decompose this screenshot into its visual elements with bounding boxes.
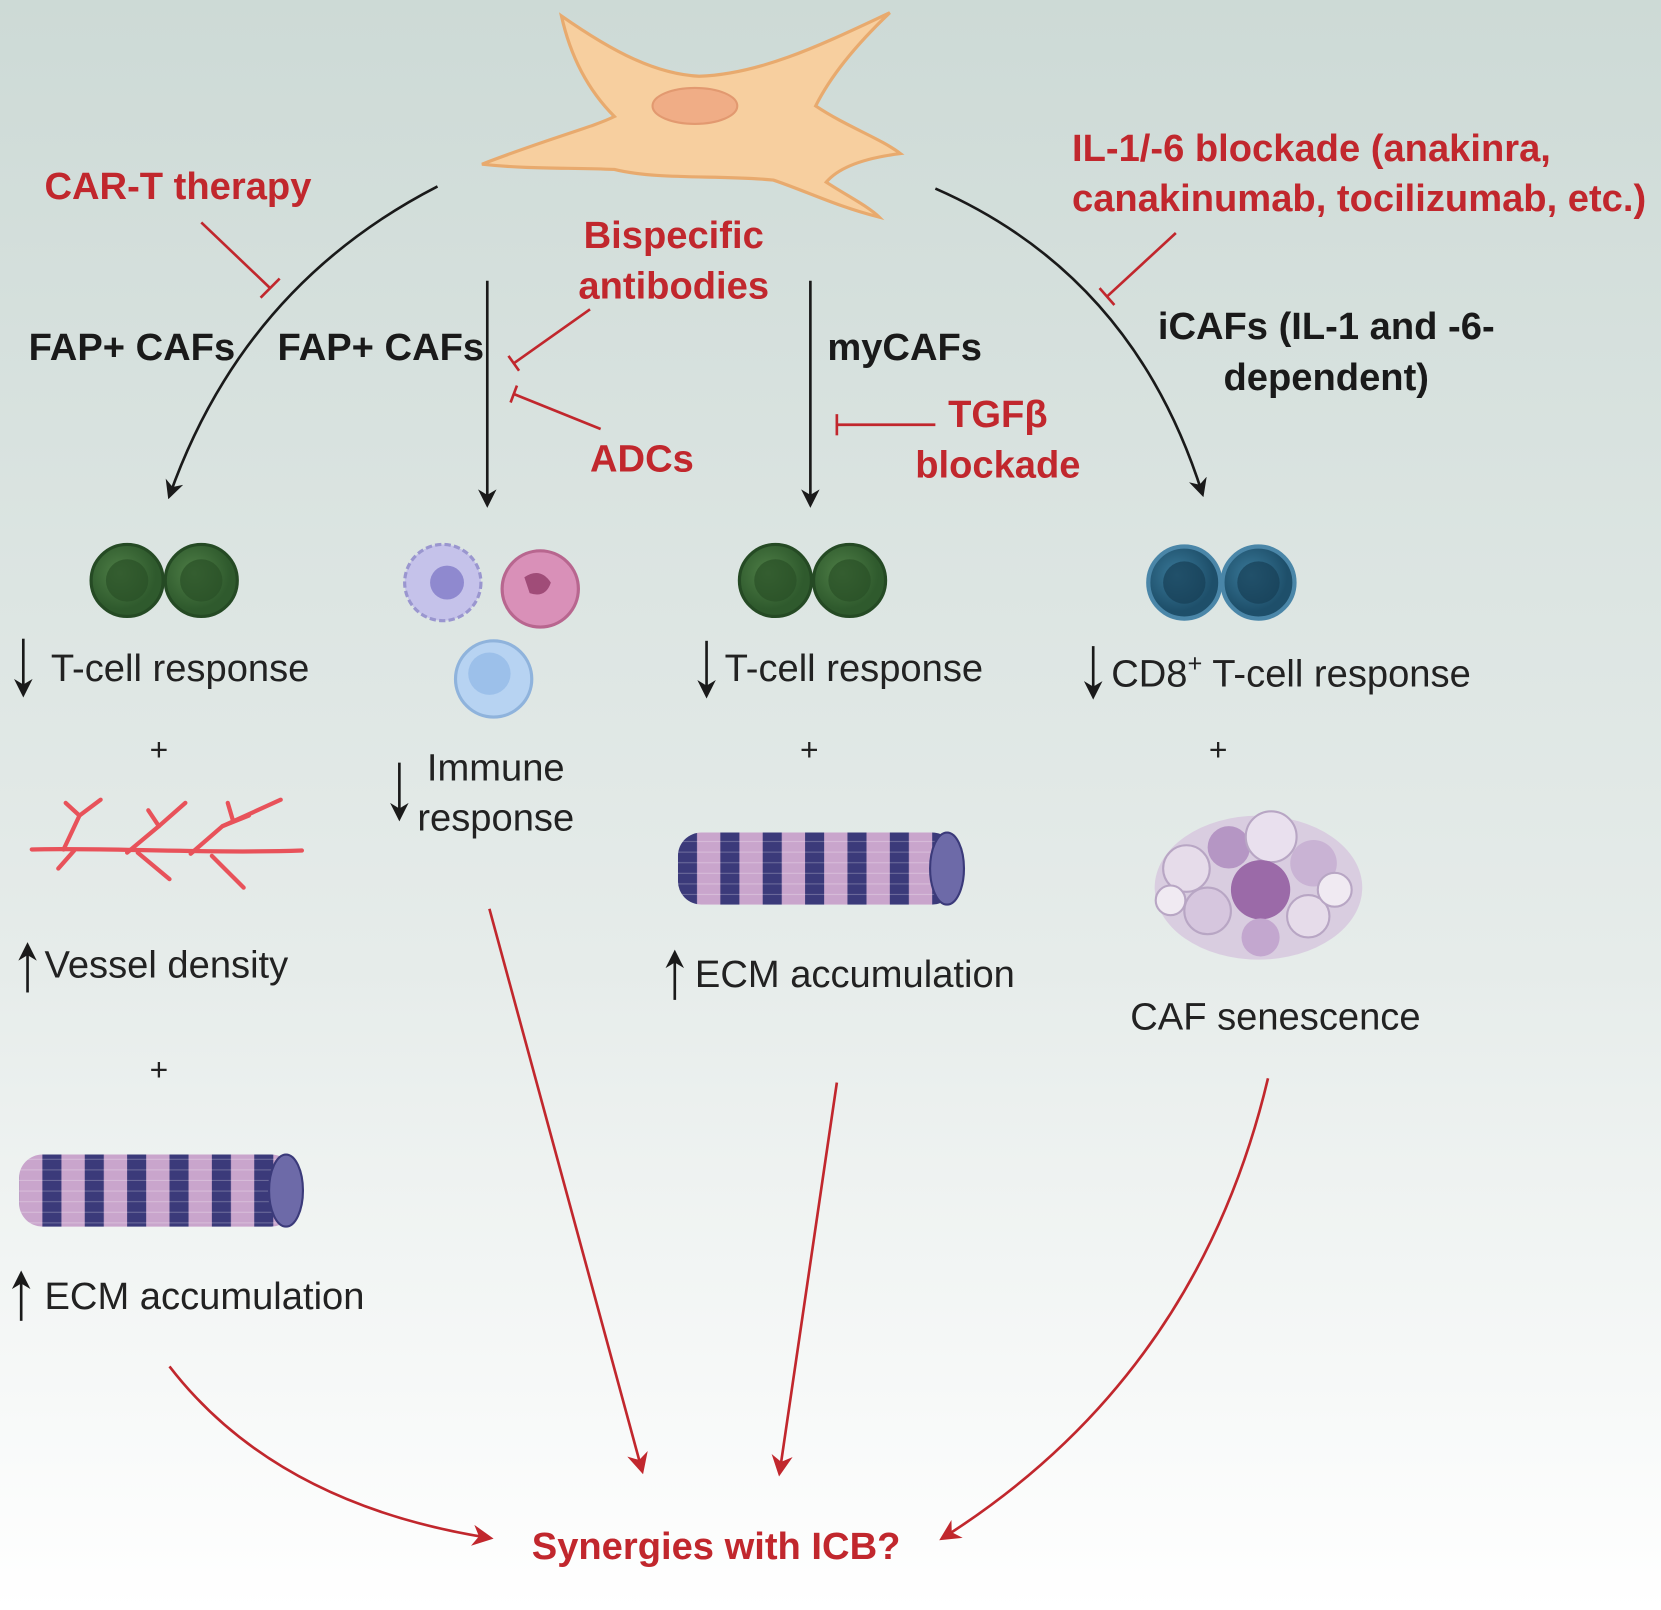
t-cell-icon <box>737 542 888 619</box>
inhibition-bar-icon <box>509 385 602 431</box>
plus-sign: + <box>150 732 169 768</box>
tgfb-label: blockade <box>915 444 1080 487</box>
t-cell-response-label: T-cell response <box>725 647 984 690</box>
inhibition-bar-icon <box>835 414 936 436</box>
fap-cafs-label: FAP+ CAFs <box>29 326 236 369</box>
il-blockade-label: canakinumab, tocilizumab, etc.) <box>1072 177 1646 220</box>
ecm-fiber-icon <box>19 1153 305 1228</box>
il-blockade-label: IL-1/-6 blockade (anakinra, <box>1072 127 1551 170</box>
icafs-label: iCAFs (IL-1 and -6- <box>1158 305 1495 348</box>
immune-response-label: response <box>417 796 574 839</box>
fibroblast-icon <box>481 11 905 221</box>
immune-cells-icon <box>403 542 580 719</box>
fap-cafs-label: FAP+ CAFs <box>278 326 485 369</box>
icafs-label: dependent) <box>1224 356 1429 399</box>
cd8-t-cell-icon <box>1146 544 1297 621</box>
immune-response-label: Immune <box>427 747 565 790</box>
arrow-icon <box>934 187 1207 498</box>
bispecific-label: Bispecific <box>584 214 764 257</box>
tgfb-label: TGFβ <box>948 393 1048 436</box>
senescent-caf-icon <box>1154 810 1363 960</box>
inhibition-bar-icon <box>200 221 281 299</box>
arrow-icon <box>168 1365 494 1546</box>
nucleus-icon <box>651 86 739 125</box>
mycafs-label: myCAFs <box>827 326 982 369</box>
arrow-icon <box>771 1082 839 1477</box>
arrow-icon <box>939 1077 1270 1541</box>
ecm-accumulation-label: ECM accumulation <box>695 953 1015 996</box>
ecm-accumulation-label: ECM accumulation <box>44 1275 364 1318</box>
caf-senescence-label: CAF senescence <box>1130 996 1420 1039</box>
plus-sign: + <box>150 1051 169 1087</box>
car-t-label: CAR-T therapy <box>44 165 311 208</box>
arrow-icon <box>488 908 648 1475</box>
cd8-t-cell-response-label: CD8+ T-cell response <box>1111 650 1471 696</box>
bispecific-label: antibodies <box>578 265 769 308</box>
adcs-label: ADCs <box>590 437 694 480</box>
blood-vessel-icon <box>29 797 305 890</box>
arrow-icon <box>165 185 439 500</box>
outcome-label: Synergies with ICB? <box>532 1525 901 1568</box>
plus-sign: + <box>800 732 819 768</box>
vessel-density-label: Vessel density <box>44 944 288 987</box>
t-cell-response-label: T-cell response <box>51 647 310 690</box>
inhibition-bar-icon <box>507 308 591 372</box>
t-cell-icon <box>89 542 239 619</box>
inhibition-bar-icon <box>1098 232 1177 306</box>
ecm-fiber-icon <box>677 831 966 906</box>
plus-sign: + <box>1209 732 1228 768</box>
